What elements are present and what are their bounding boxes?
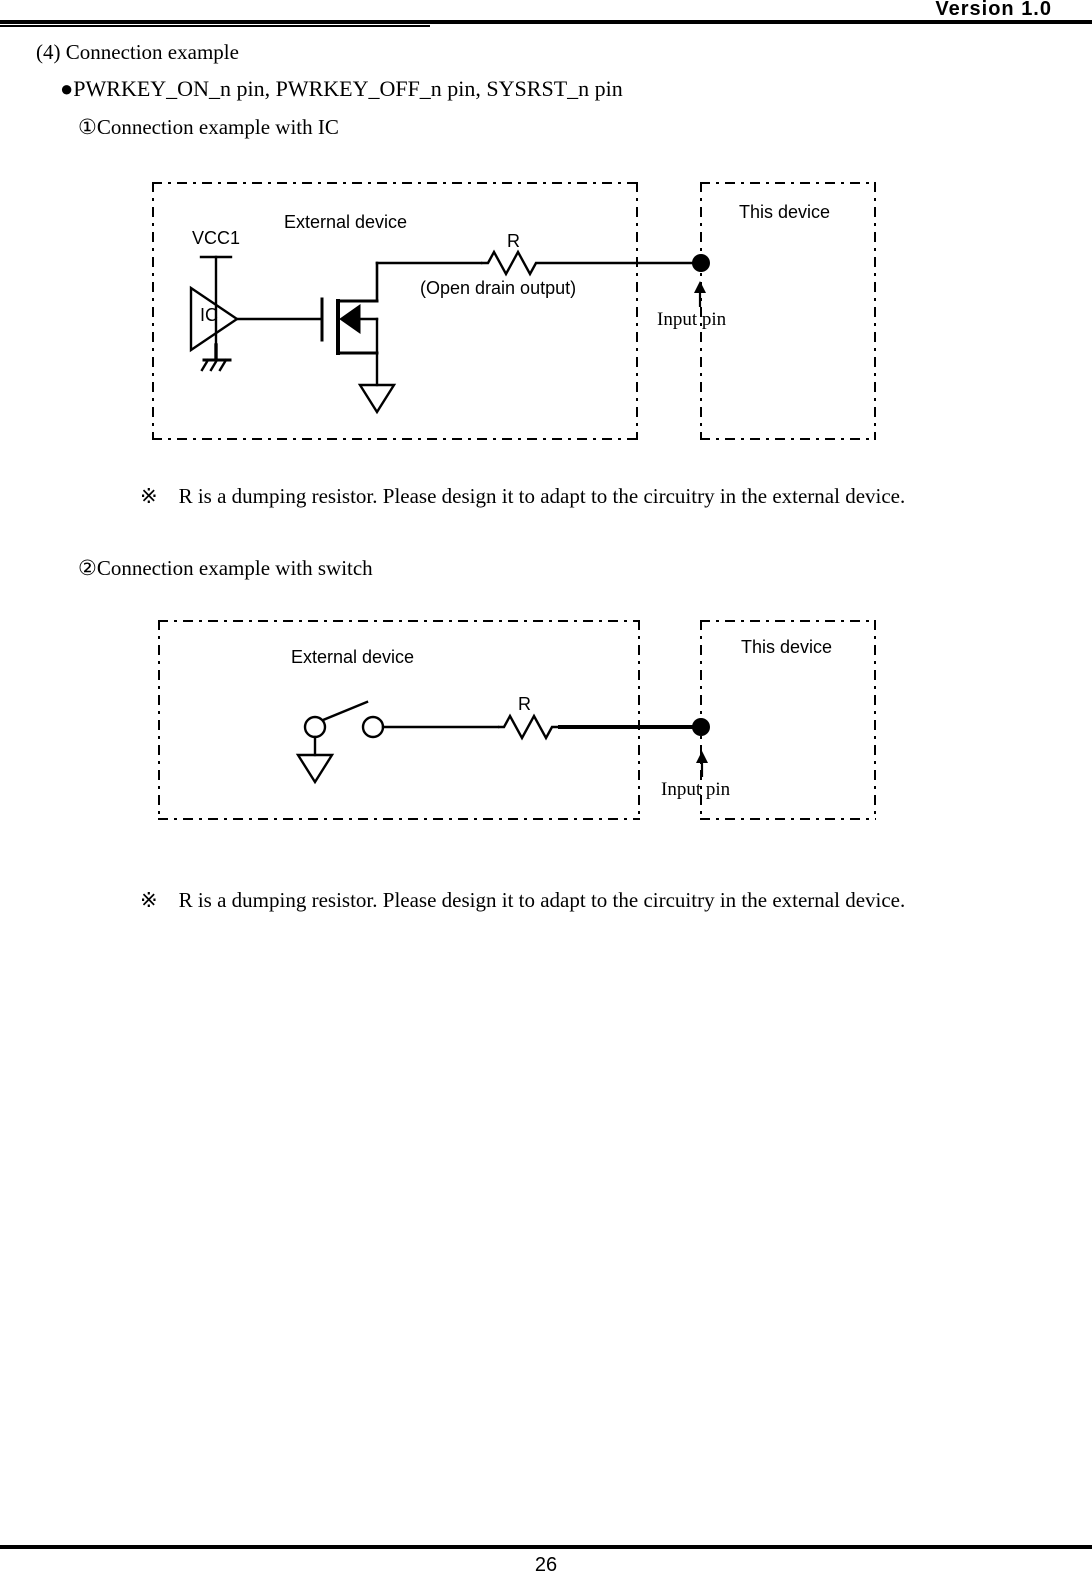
note-dumping-resistor-2: ※ R is a dumping resistor. Please design… <box>140 888 906 912</box>
note-dumping-resistor-1: ※ R is a dumping resistor. Please design… <box>140 484 906 508</box>
page-number: 26 <box>534 1554 558 1576</box>
version-label: Version 1.0 <box>935 0 1052 20</box>
sub-heading-connection-with-ic: ①Connection example with IC <box>78 115 339 139</box>
box-edge-left <box>700 182 702 440</box>
ic-label: IC <box>200 305 218 325</box>
box-edge-left <box>158 620 160 820</box>
external-device-label-2: External device <box>291 647 415 667</box>
footer-rule <box>0 1545 1092 1549</box>
input-pin-label-2: Input pin <box>661 779 731 800</box>
resistor-label-2: R <box>518 694 531 714</box>
external-device-box-2 <box>158 620 640 820</box>
box-edge-bottom <box>152 438 638 440</box>
box-edge-bottom <box>700 818 876 820</box>
box-edge-top <box>700 620 876 622</box>
box-edge-right <box>874 620 876 820</box>
external-device-label-1: External device <box>284 212 408 232</box>
pin-list-bullet: ●PWRKEY_ON_n pin, PWRKEY_OFF_n pin, SYSR… <box>60 76 623 101</box>
input-pin-label-1: Input pin <box>657 309 727 330</box>
vcc1-label: VCC1 <box>192 228 241 248</box>
header-rule-thick <box>0 20 1092 24</box>
box-edge-right <box>874 182 876 440</box>
box-edge-bottom <box>700 438 876 440</box>
resistor-label-1: R <box>507 231 520 251</box>
box-edge-top <box>158 620 640 622</box>
box-edge-left <box>152 182 154 440</box>
box-edge-bottom <box>158 818 640 820</box>
sub-heading-connection-with-switch: ②Connection example with switch <box>78 556 373 580</box>
section-title: (4) Connection example <box>36 40 239 64</box>
header-rule-thin <box>0 25 430 27</box>
this-device-box-1 <box>700 182 876 440</box>
external-device-box-1 <box>152 182 638 440</box>
box-edge-right <box>636 182 638 440</box>
box-edge-top <box>700 182 876 184</box>
open-drain-output-label: (Open drain output) <box>420 278 577 298</box>
box-edge-right <box>638 620 640 820</box>
this-device-label-1: This device <box>739 202 831 222</box>
this-device-label-2: This device <box>741 637 833 657</box>
box-edge-top <box>152 182 638 184</box>
